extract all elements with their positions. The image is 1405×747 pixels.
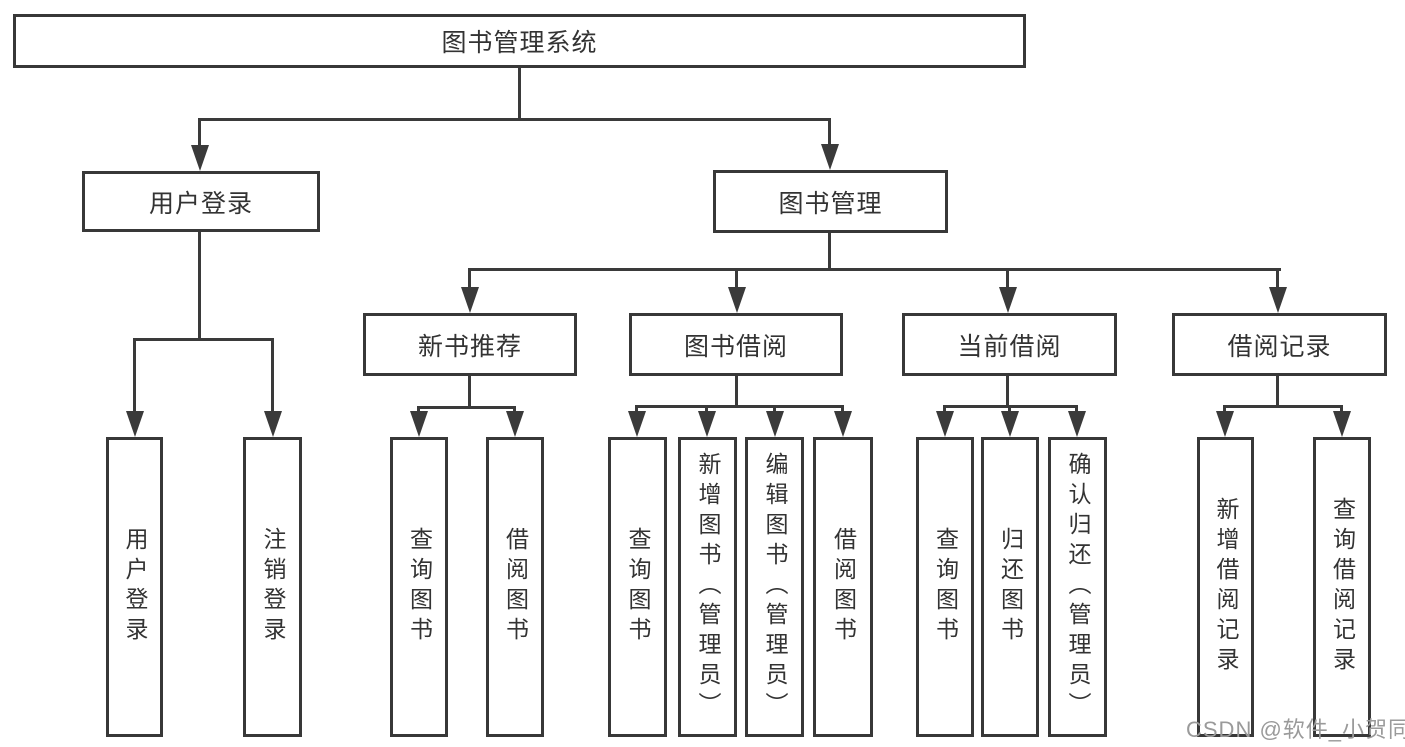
connector-line [417,406,420,414]
leaf-return-books: 归还图书 [981,437,1039,737]
leaf-return-books-label: 归还图书 [997,527,1024,647]
connector-line [944,405,1078,408]
leaf-borrow-books-recommend: 借阅图书 [486,437,544,737]
leaf-query-borrow-record-label: 查询借阅记录 [1329,497,1356,677]
node-book-borrowing-label: 图书借阅 [683,332,788,361]
csdn-watermark: CSDN @软件_小贺同学 [1186,717,1405,742]
node-book-borrowing: 图书借阅 [629,313,843,376]
connector-line [1276,376,1279,407]
leaf-borrow-books-label: 借阅图书 [830,527,857,647]
arrow-down-icon [461,287,479,313]
leaf-query-books-borrowing-label: 查询图书 [625,527,651,647]
connector-line [841,405,844,413]
arrow-down-icon [191,145,209,171]
arrow-down-icon [126,411,144,437]
arrow-down-icon [628,411,646,437]
arrow-down-icon [698,411,716,437]
node-current-borrowing-label: 当前借阅 [957,332,1062,361]
arrow-down-icon [821,144,839,170]
leaf-user-login-label: 用户登录 [122,527,148,647]
leaf-add-books-admin-label: 新增图书（管理员） [695,452,721,722]
node-root: 图书管理系统 [13,14,1026,68]
leaf-add-books-admin: 新增图书（管理员） [678,437,737,737]
connector-line [518,68,521,118]
connector-line [468,376,471,408]
connector-line [513,406,516,414]
leaf-query-books-recommend: 查询图书 [390,437,448,737]
arrow-down-icon [999,287,1017,313]
connector-line [1006,376,1009,407]
leaf-logout: 注销登录 [243,437,302,737]
arrow-down-icon [1068,411,1086,437]
connector-line [735,268,738,290]
connector-line [468,268,471,290]
connector-line [828,233,831,270]
node-root-label: 图书管理系统 [441,29,598,57]
node-borrow-records-label: 借阅记录 [1227,332,1332,361]
node-new-book-recommend-label: 新书推荐 [417,332,522,361]
leaf-query-books-current: 查询图书 [916,437,974,737]
leaf-add-borrow-record: 新增借阅记录 [1197,437,1254,737]
connector-line [1276,268,1279,290]
connector-line [199,118,831,121]
connector-line [198,232,201,338]
connector-line [1075,405,1078,413]
arrow-down-icon [1001,411,1019,437]
leaf-query-books-borrowing: 查询图书 [608,437,667,737]
leaf-borrow-books: 借阅图书 [813,437,873,737]
leaf-add-borrow-record-label: 新增借阅记录 [1213,497,1239,677]
node-user-login-label: 用户登录 [148,189,253,218]
connector-line [828,118,831,147]
leaf-borrow-books-recommend-label: 借阅图书 [502,527,529,647]
leaf-query-books-current-label: 查询图书 [932,527,959,647]
connector-line [469,268,1281,271]
node-book-management: 图书管理 [713,170,948,233]
connector-line [418,406,516,409]
connector-line [133,338,136,414]
arrow-down-icon [766,411,784,437]
leaf-query-books-recommend-label: 查询图书 [406,527,433,647]
connector-line [735,376,738,407]
connector-line [705,405,708,413]
leaf-confirm-return-admin-label: 确认归还（管理员） [1065,452,1091,722]
arrow-down-icon [410,411,428,437]
connector-line [271,338,274,414]
leaf-confirm-return-admin: 确认归还（管理员） [1048,437,1107,737]
connector-line [1006,268,1009,290]
connector-line [198,118,201,148]
connector-line [1224,405,1343,408]
connector-line [943,405,946,413]
connector-line [1223,405,1226,413]
node-borrow-records: 借阅记录 [1172,313,1387,376]
arrow-down-icon [1269,287,1287,313]
arrow-down-icon [506,411,524,437]
arrow-down-icon [936,411,954,437]
node-current-borrowing: 当前借阅 [902,313,1117,376]
node-new-book-recommend: 新书推荐 [363,313,577,376]
connector-line [773,405,776,413]
leaf-query-borrow-record: 查询借阅记录 [1313,437,1371,737]
connector-line [636,405,843,408]
connector-line [1340,405,1343,413]
leaf-edit-books-admin: 编辑图书（管理员） [745,437,804,737]
node-user-login: 用户登录 [82,171,320,232]
leaf-logout-label: 注销登录 [260,527,286,647]
arrow-down-icon [728,287,746,313]
arrow-down-icon [834,411,852,437]
arrow-down-icon [1216,411,1234,437]
connector-line [635,405,638,413]
leaf-edit-books-admin-label: 编辑图书（管理员） [762,452,788,722]
leaf-user-login: 用户登录 [106,437,163,737]
connector-line [1008,405,1011,413]
arrow-down-icon [264,411,282,437]
connector-line [133,338,274,341]
node-book-management-label: 图书管理 [778,189,883,218]
arrow-down-icon [1333,411,1351,437]
